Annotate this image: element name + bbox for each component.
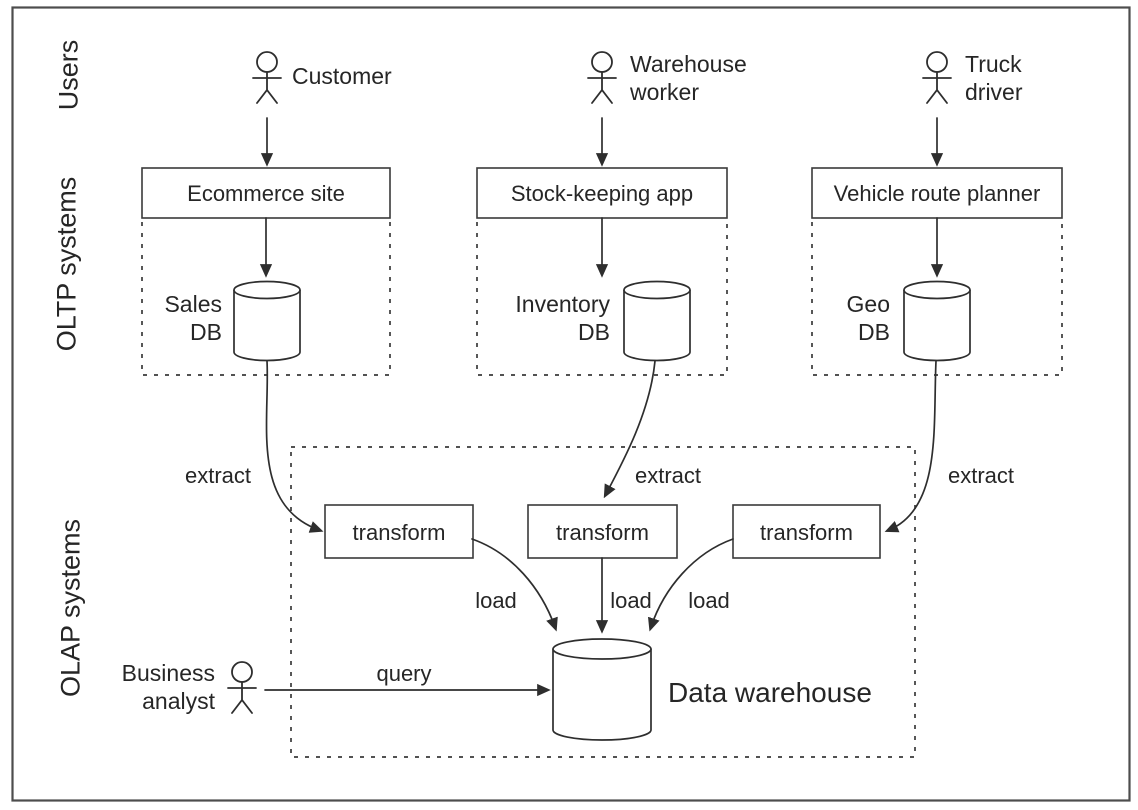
extract-label-1: extract [185,463,251,488]
lane-label-oltp-systems: OLTP systems [51,177,81,352]
load-label-3: load [688,588,730,613]
geo-db-label-line1: Geo [847,291,890,317]
geo-db-cylinder-icon [903,280,971,362]
truck-driver-actor-icon [922,51,952,104]
stock-keeping-app-box [476,167,728,219]
extract-arrow-2 [603,360,656,499]
lane-label-olap-systems: OLAP systems [55,519,85,697]
load-arrow-1 [471,538,558,632]
load-arrow-3 [647,538,734,632]
transform-box-2 [527,504,678,559]
transform-box-3 [732,504,881,559]
lane-label-users: Users [53,40,83,111]
oltp-dashed-outline-2 [476,222,728,376]
warehouse-worker-label-line2: worker [629,79,699,105]
extract-arrow-3 [884,360,937,533]
figure-frame [11,6,1131,802]
sales-db-label-line1: Sales [164,291,222,317]
extract-arrow-1 [265,360,324,533]
load-label-2: load [610,588,652,613]
ecommerce-site-label: Ecommerce site [187,181,345,206]
vehicle-route-planner-box [811,167,1063,219]
business-analyst-label-line2: analyst [142,688,215,714]
geo-db-label-line2: DB [858,319,890,345]
stock-keeping-app-label: Stock-keeping app [511,181,693,206]
customer-label: Customer [292,63,392,89]
transform-label-2: transform [556,520,649,545]
transform-label-1: transform [353,520,446,545]
load-label-1: load [475,588,517,613]
truck-driver-label-line1: Truck [965,51,1022,77]
data-warehouse-cylinder-icon [552,638,652,741]
oltp-dashed-outline-1 [141,222,391,376]
inventory-db-label-line2: DB [578,319,610,345]
inventory-db-label-line1: Inventory [515,291,610,317]
warehouse-worker-actor-icon [587,51,617,104]
transform-label-3: transform [760,520,853,545]
transform-box-1 [324,504,474,559]
truck-driver-label-line2: driver [965,79,1023,105]
extract-label-3: extract [948,463,1014,488]
inventory-db-cylinder-icon [623,280,691,362]
olap-dashed-outline [290,446,916,758]
sales-db-cylinder-icon [233,280,301,362]
query-label: query [376,661,431,686]
business-analyst-actor-icon [227,661,257,714]
extract-label-2: extract [635,463,701,488]
vehicle-route-planner-label: Vehicle route planner [834,181,1041,206]
business-analyst-label-line1: Business [122,660,215,686]
warehouse-worker-label-line1: Warehouse [630,51,747,77]
sales-db-label-line2: DB [190,319,222,345]
ecommerce-site-box [141,167,391,219]
data-warehouse-label: Data warehouse [668,677,872,708]
oltp-dashed-outline-3 [811,222,1063,376]
customer-actor-icon [252,51,282,104]
